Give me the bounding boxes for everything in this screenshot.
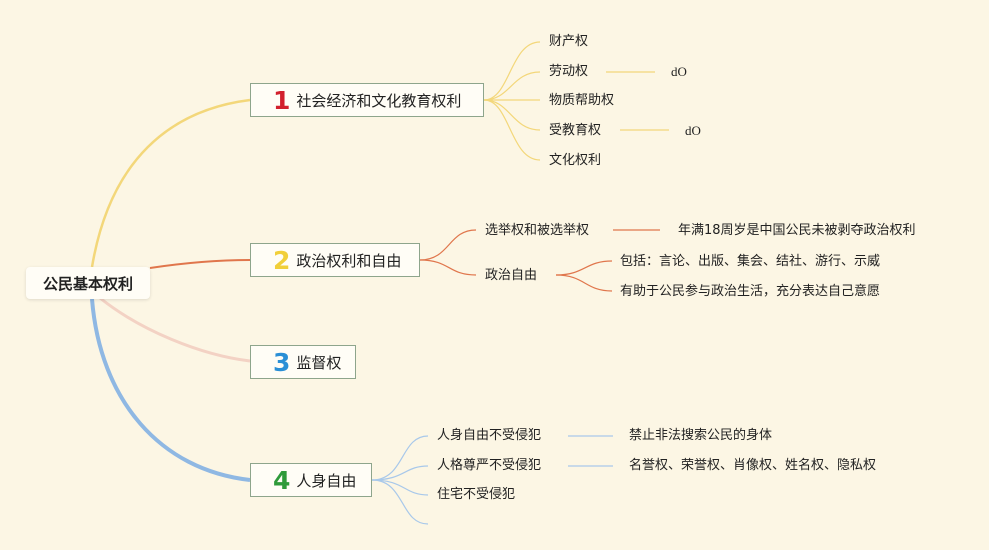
branch-label: 监督权 [296, 353, 342, 372]
branch-number-badge: 1 [273, 85, 291, 115]
note-election-right: 年满18周岁是中国公民未被剥夺政治权利 [678, 223, 916, 238]
topic-material-assistance-right[interactable]: 物质帮助权 [549, 93, 615, 108]
subtopic-freedom-purpose[interactable]: 有助于公民参与政治生活，充分表达自己意愿 [620, 284, 881, 299]
note-education-right: dO [685, 123, 701, 138]
branch-label: 人身自由 [296, 471, 357, 490]
note-personal-freedom: 禁止非法搜索公民的身体 [629, 428, 773, 443]
topic-cultural-right[interactable]: 文化权利 [549, 153, 602, 168]
link-root-branch2 [149, 259, 251, 269]
note-personal-dignity: 名誉权、荣誉权、肖像权、姓名权、隐私权 [629, 458, 877, 473]
branch-4-node[interactable]: 4 人身自由 [250, 463, 372, 497]
root-node[interactable]: 公民基本权利 [26, 267, 150, 299]
topic-election-right[interactable]: 选举权和被选举权 [485, 223, 590, 238]
topic-personal-dignity[interactable]: 人格尊严不受侵犯 [437, 458, 542, 473]
topic-labor-right[interactable]: 劳动权 [549, 64, 589, 79]
link-root-branch4 [90, 298, 251, 482]
topic-education-right[interactable]: 受教育权 [549, 123, 602, 138]
branch-3-node[interactable]: 3 监督权 [250, 345, 356, 379]
topic-personal-freedom[interactable]: 人身自由不受侵犯 [437, 428, 542, 443]
branch-2-node[interactable]: 2 政治权利和自由 [250, 243, 420, 277]
note-labor-right: dO [671, 64, 687, 79]
topic-political-freedom[interactable]: 政治自由 [485, 268, 538, 283]
branch-1-node[interactable]: 1 社会经济和文化教育权利 [250, 83, 484, 117]
root-label: 公民基本权利 [42, 274, 133, 293]
topic-residence-inviolable[interactable]: 住宅不受侵犯 [437, 487, 516, 502]
branch-number-badge: 2 [273, 245, 291, 275]
topic-property-right[interactable]: 财产权 [549, 34, 589, 49]
link-root-branch1 [90, 98, 251, 268]
link-root-branch3 [99, 296, 251, 363]
branch-label: 政治权利和自由 [296, 251, 402, 270]
branch-number-badge: 3 [273, 347, 291, 377]
branch-label: 社会经济和文化教育权利 [296, 91, 462, 110]
subtopic-freedoms-included[interactable]: 包括：言论、出版、集会、结社、游行、示威 [620, 254, 881, 269]
branch-number-badge: 4 [273, 465, 291, 495]
